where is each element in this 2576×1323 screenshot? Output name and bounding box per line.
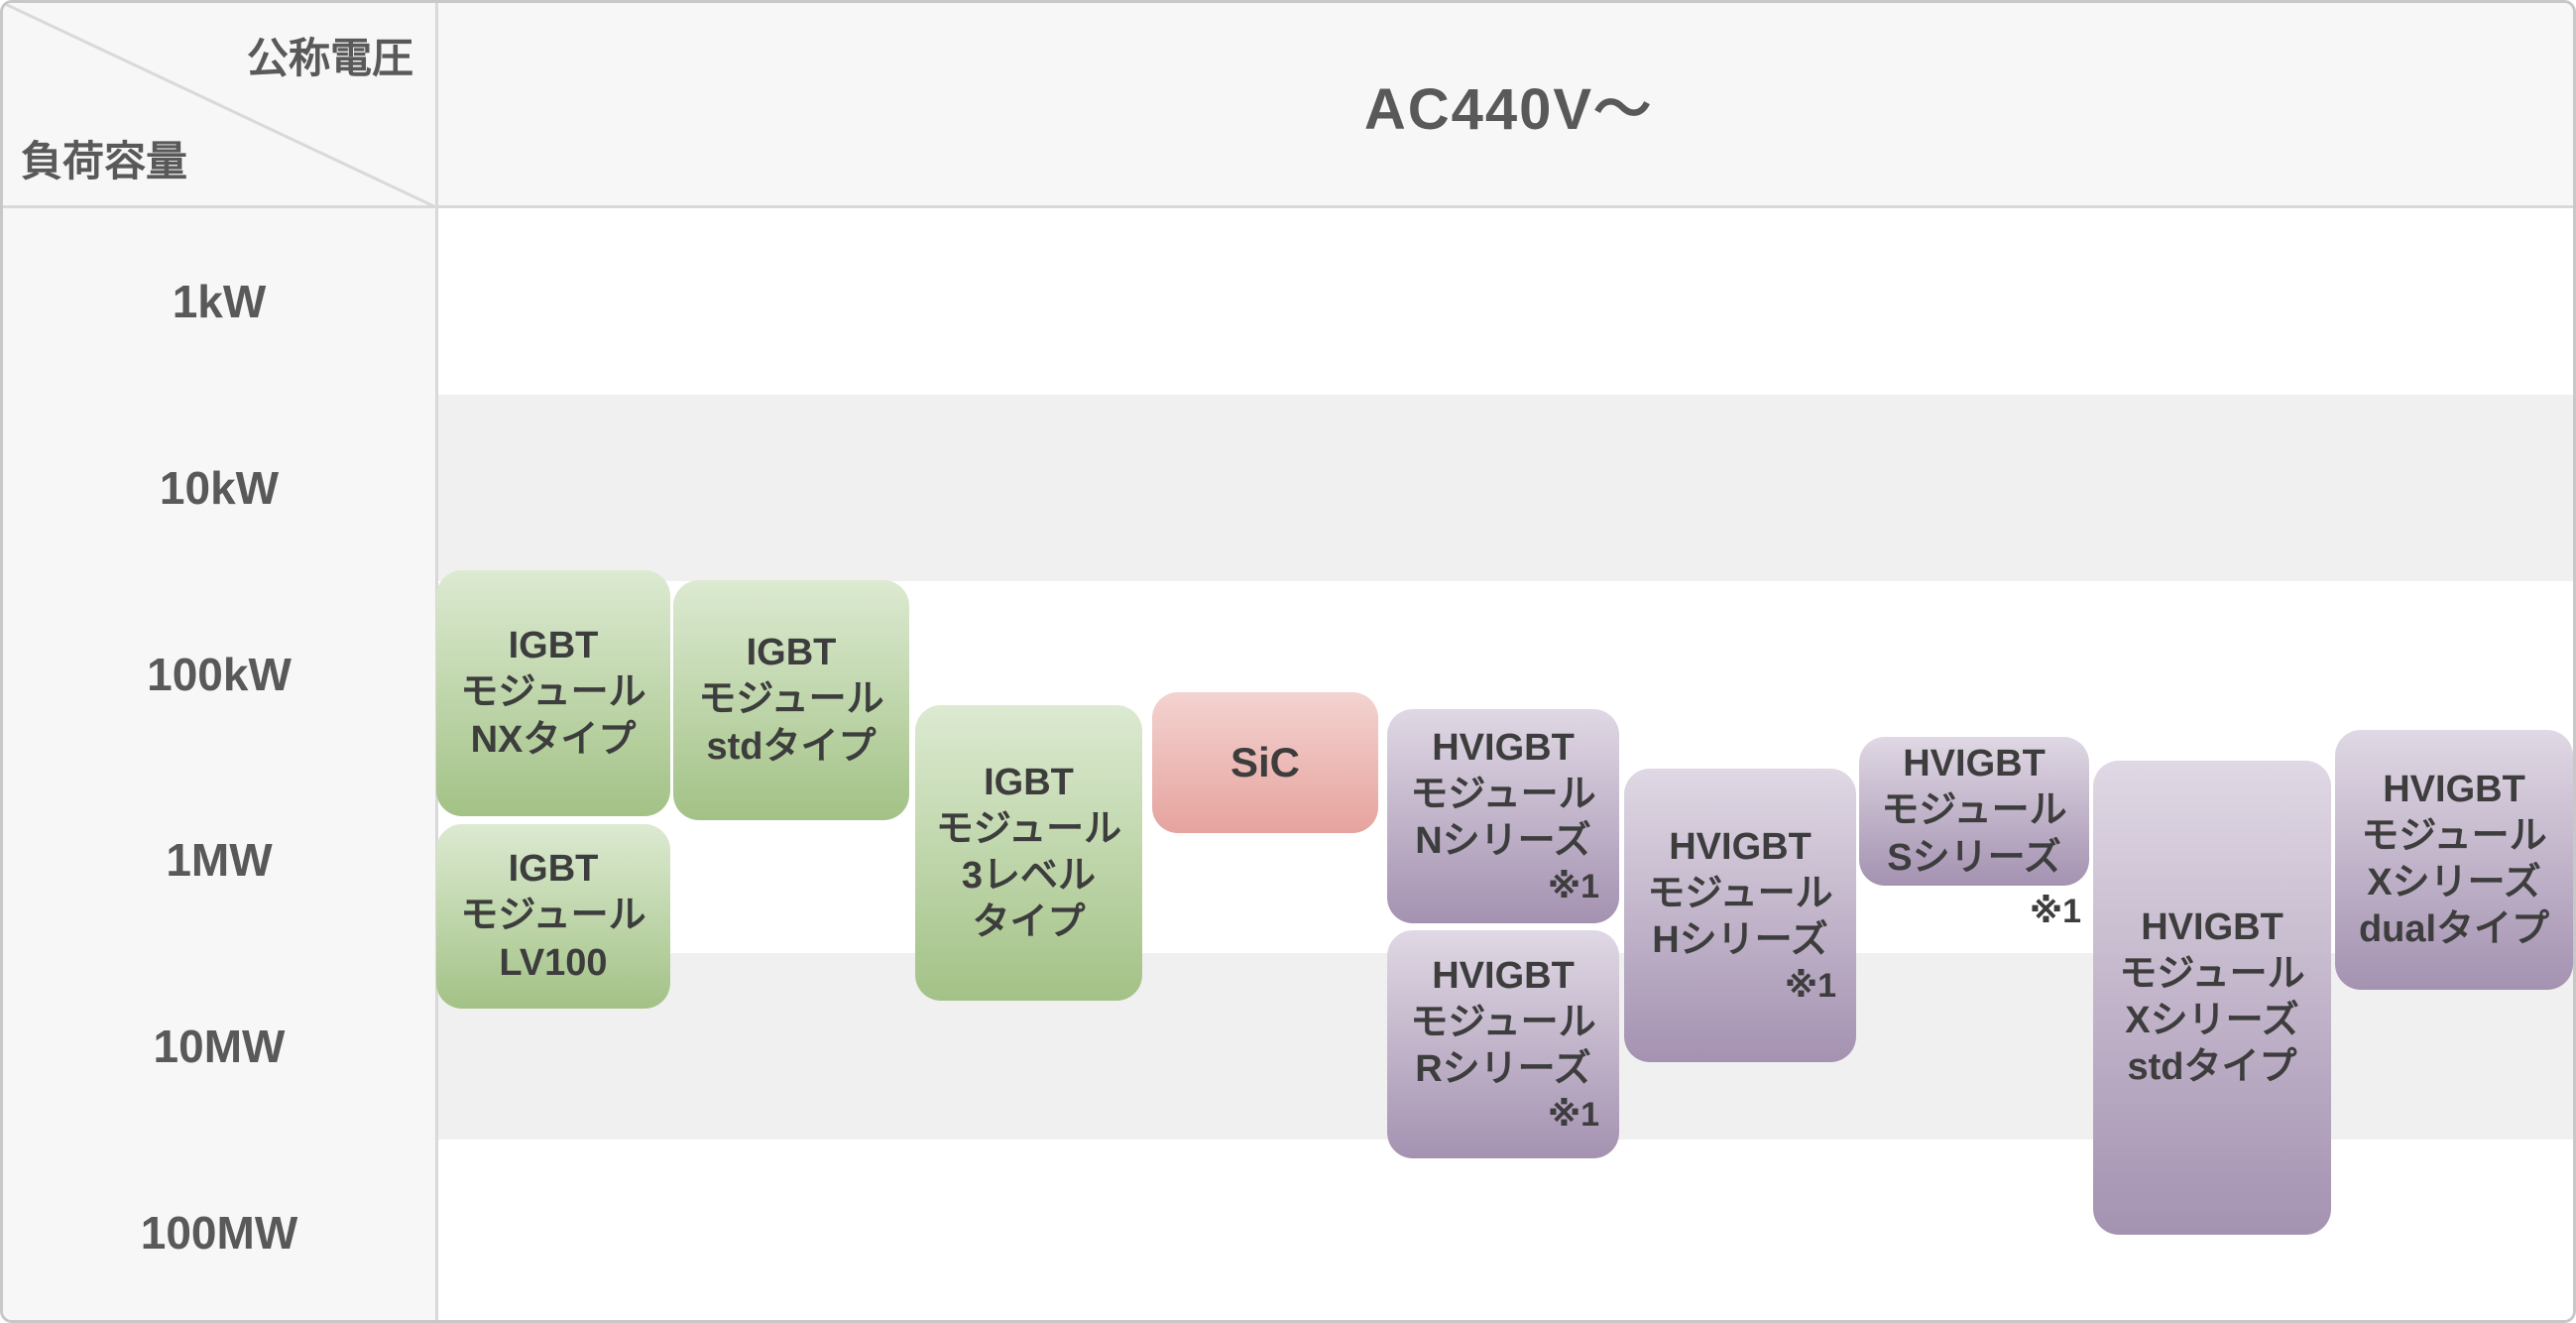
footnote-marker: ※1 (1548, 867, 1599, 905)
box-line: Sシリーズ (1887, 836, 2061, 879)
product-box-hvigbt-x-dual: HVIGBT モジュール Xシリーズ dualタイプ (2335, 730, 2573, 990)
box-line: IGBT (508, 848, 599, 891)
box-line: Rシリーズ (1415, 1048, 1591, 1091)
box-line: stdタイプ (706, 725, 877, 768)
y-tick-100mw: 100MW (140, 1207, 298, 1260)
box-line: モジュール (460, 895, 646, 937)
header-band (3, 3, 2573, 208)
product-box-hvigbt-n: HVIGBT モジュール Nシリーズ ※1 (1387, 709, 1619, 923)
box-line: モジュール (2119, 952, 2305, 995)
product-box-hvigbt-x-std: HVIGBT モジュール Xシリーズ stdタイプ (2093, 761, 2331, 1235)
box-line: モジュール (1410, 1002, 1596, 1044)
box-line: HVIGBT (1903, 743, 2046, 785)
box-line: NXタイプ (470, 718, 637, 761)
product-box-hvigbt-s-footnote-marker: ※1 (2030, 893, 2081, 930)
product-box-igbt-nx: IGBT モジュール NXタイプ (436, 570, 670, 816)
box-line: LV100 (499, 941, 608, 984)
box-line: Nシリーズ (1415, 820, 1591, 863)
footnote-marker: ※1 (1548, 1095, 1599, 1134)
box-line: モジュール (460, 671, 646, 714)
box-line: HVIGBT (1432, 955, 1575, 998)
box-line: IGBT (508, 625, 599, 667)
product-box-sic: SiC (1152, 692, 1378, 833)
box-line: モジュール (2361, 814, 2547, 857)
box-line: Xシリーズ (2125, 1000, 2299, 1041)
box-line: モジュール (698, 678, 884, 721)
product-box-hvigbt-r: HVIGBT モジュール Rシリーズ ※1 (1387, 930, 1619, 1158)
box-line: HVIGBT (1669, 826, 1812, 869)
box-line: HVIGBT (2383, 768, 2525, 810)
y-tick-100kw: 100kW (147, 648, 292, 700)
box-line: モジュール (1647, 873, 1833, 915)
box-line: stdタイプ (2127, 1046, 2297, 1089)
y-tick-1kw: 1kW (172, 275, 267, 327)
x-axis-title: 公称電圧 (246, 35, 413, 81)
box-line: モジュール (1410, 774, 1596, 816)
box-line: IGBT (746, 632, 837, 674)
product-box-hvigbt-h: HVIGBT モジュール Hシリーズ ※1 (1624, 769, 1856, 1062)
y-tick-1mw: 1MW (166, 834, 273, 887)
row-band-10kw (438, 394, 2573, 581)
product-box-igbt-std: IGBT モジュール stdタイプ (673, 580, 909, 820)
y-tick-10kw: 10kW (159, 461, 280, 514)
box-line: モジュール (1881, 789, 2067, 832)
box-line: Hシリーズ (1652, 919, 1828, 962)
box-line: HVIGBT (1432, 727, 1575, 770)
voltage-column-header: AC440V〜 (1363, 77, 1654, 142)
product-box-hvigbt-s: HVIGBT モジュール Sシリーズ (1859, 737, 2089, 886)
box-line: Xシリーズ (2367, 862, 2541, 903)
y-tick-10mw: 10MW (153, 1021, 286, 1073)
y-axis-title: 負荷容量 (21, 138, 188, 184)
box-line: HVIGBT (2141, 905, 2283, 948)
box-line: dualタイプ (2358, 908, 2550, 951)
product-box-igbt-3level: IGBT モジュール 3レベル タイプ (915, 705, 1142, 1001)
axis-corner-cell: 公称電圧 負荷容量 (3, 3, 438, 208)
box-line: 3レベル (961, 855, 1097, 897)
y-axis-label-column: 1kW 10kW 100kW 1MW 10MW 100MW (3, 208, 438, 1320)
row-band-1kw (438, 208, 2573, 395)
box-line: モジュール (935, 807, 1122, 850)
box-line: IGBT (984, 761, 1074, 803)
box-line: タイプ (972, 902, 1086, 944)
box-line: SiC (1229, 738, 1300, 785)
product-box-igbt-lv100: IGBT モジュール LV100 (436, 824, 670, 1009)
diagonal-divider (3, 3, 438, 208)
footnote-marker: ※1 (1785, 966, 1836, 1005)
